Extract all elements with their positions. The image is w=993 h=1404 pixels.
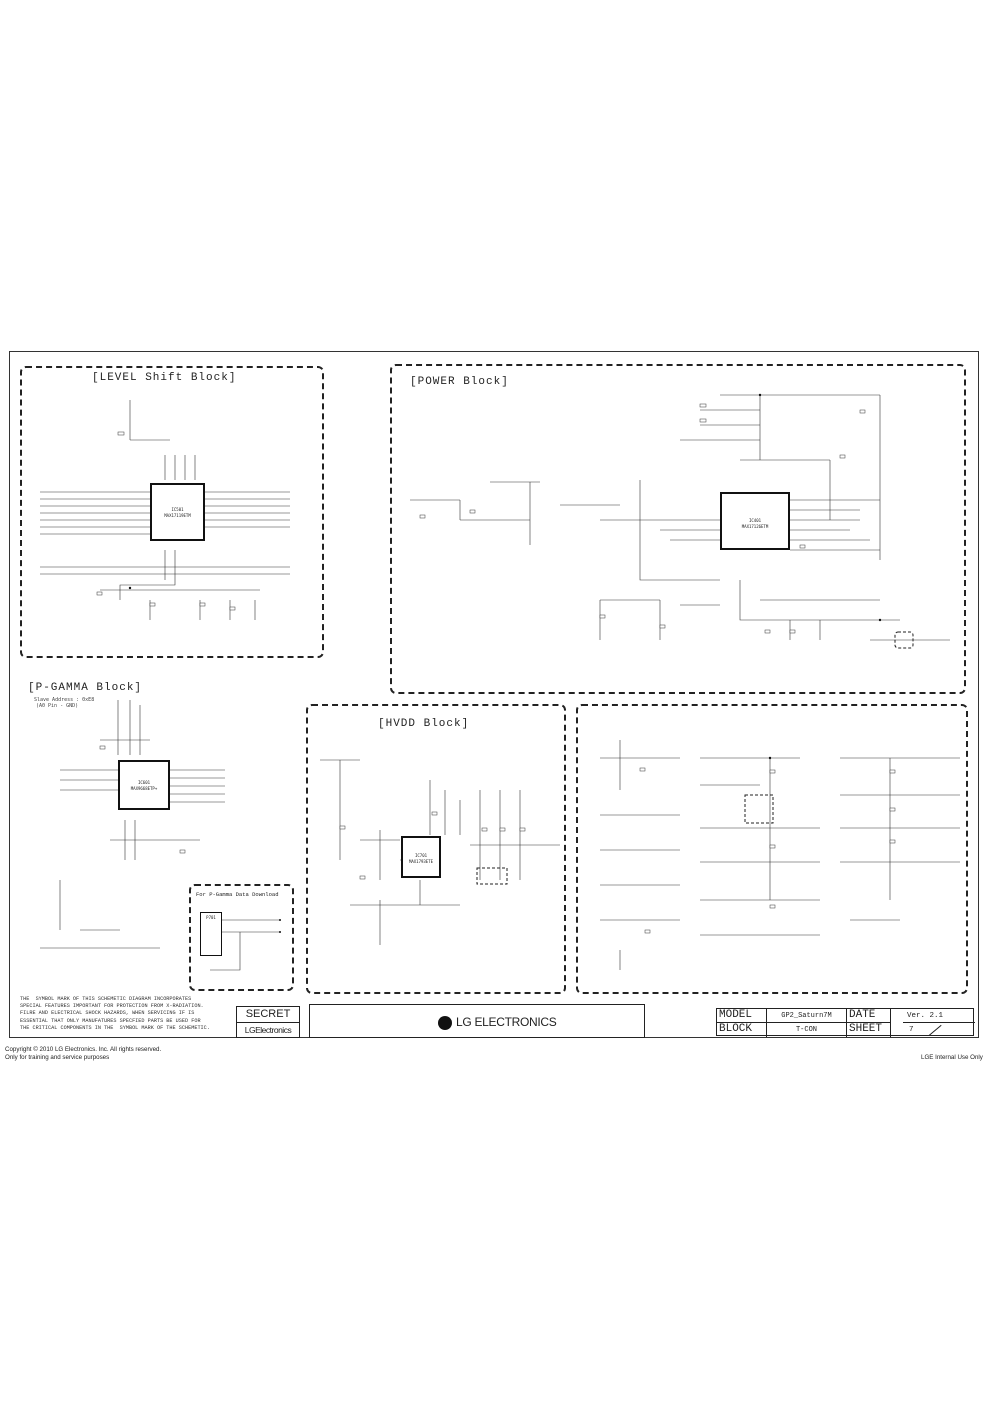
model-value: GP2_Saturn7M bbox=[767, 1009, 847, 1023]
sheet-label: SHEET bbox=[847, 1023, 891, 1037]
block-label: BLOCK bbox=[717, 1023, 767, 1037]
secret-box: SECRET LGElectronics bbox=[236, 1006, 300, 1038]
lg-logo-icon bbox=[438, 1016, 452, 1030]
level-shift-ic-ref: IC501 bbox=[171, 507, 184, 512]
hvdd-ic: IC701 MAX1793ETE bbox=[401, 836, 441, 878]
info-box: MODEL GP2_Saturn7M DATE Ver. 2.1 BLOCK T… bbox=[716, 1008, 975, 1037]
level-shift-title: [LEVEL Shift Block] bbox=[92, 372, 237, 384]
lg-small-label: LGElectronics bbox=[244, 1025, 292, 1035]
date-label: DATE bbox=[847, 1009, 891, 1023]
training-text: Only for training and service purposes bbox=[5, 1054, 110, 1061]
info-box-spacer bbox=[890, 1008, 902, 1036]
level-shift-block: [LEVEL Shift Block] bbox=[20, 366, 324, 658]
company-box: LG ELECTRONICS bbox=[309, 1004, 645, 1038]
sheet-slash bbox=[928, 1024, 942, 1036]
gamma-ic: IC601 MAX9668ETP+ bbox=[118, 760, 170, 810]
output-block bbox=[576, 704, 968, 994]
pgamma-download-block: For P-Gamma Data Download bbox=[189, 884, 294, 991]
power-title: [POWER Block] bbox=[410, 376, 509, 388]
copyright-text: Copyright © 2010 LG Electronics. Inc. Al… bbox=[5, 1046, 162, 1053]
hvdd-block: [HVDD Block] bbox=[306, 704, 566, 994]
level-shift-ic-part: MAX17119ETM bbox=[164, 513, 191, 518]
power-block: [POWER Block] bbox=[390, 364, 966, 694]
block-value: T-CON bbox=[767, 1023, 847, 1037]
p-gamma-a0-note: (A0 Pin - GND) bbox=[36, 703, 79, 709]
version-value: Ver. 2.1 bbox=[903, 1009, 975, 1023]
hvdd-ic-part: MAX1793ETE bbox=[408, 859, 434, 864]
power-ic: IC401 MAX17126ETM bbox=[720, 492, 790, 550]
model-label: MODEL bbox=[717, 1009, 767, 1023]
power-ic-ref: IC401 bbox=[748, 518, 762, 523]
hvdd-ic-ref: IC701 bbox=[414, 853, 428, 858]
safety-note: THE SYMBOL MARK OF THIS SCHEMETIC DIAGRA… bbox=[20, 996, 210, 1031]
gamma-ic-ref: IC601 bbox=[137, 780, 151, 785]
level-shift-ic: IC501 MAX17119ETM bbox=[150, 483, 205, 541]
secret-label: SECRET bbox=[237, 1008, 299, 1023]
hvdd-title: [HVDD Block] bbox=[378, 718, 470, 730]
gamma-ic-part: MAX9668ETP+ bbox=[130, 786, 158, 791]
pgamma-download-title: For P-Gamma Data Download bbox=[196, 891, 279, 898]
p-gamma-slave-address: Slave Address : 0xE8 bbox=[34, 697, 95, 703]
pgamma-connector: P701 bbox=[200, 912, 222, 956]
lg-electronics-label: LG ELECTRONICS bbox=[456, 1015, 557, 1029]
power-ic-part: MAX17126ETM bbox=[741, 524, 769, 529]
sheet-value: 7 bbox=[909, 1026, 914, 1034]
internal-use-text: LGE Internal Use Only bbox=[921, 1054, 983, 1061]
pgamma-connector-ref: P701 bbox=[206, 915, 216, 920]
p-gamma-title: [P-GAMMA Block] bbox=[28, 682, 143, 694]
